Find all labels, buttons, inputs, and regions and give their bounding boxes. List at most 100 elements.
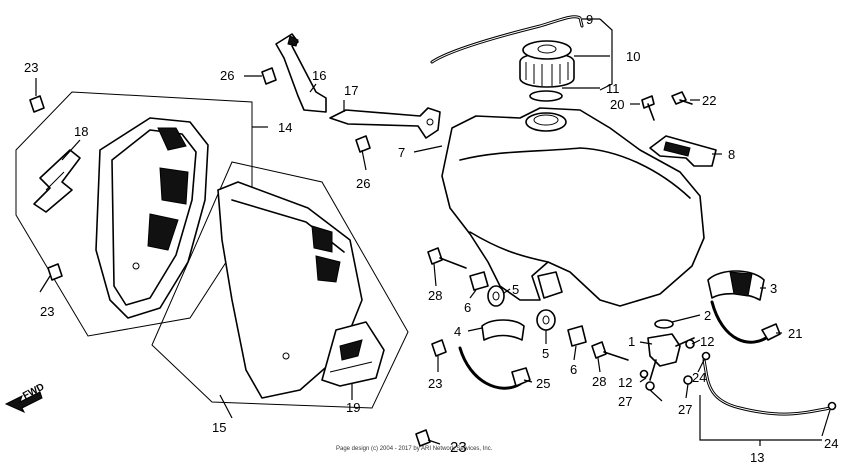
breather-hose-inner [431,16,583,63]
right-shroud-emblem-text [329,361,373,373]
collar-5b[interactable] [536,309,556,331]
left-shroud-emblem-stripe [45,171,65,191]
front-mount-band-clip [511,367,531,387]
callout-24: 24 [692,370,706,385]
right-shroud-group-outline [151,161,409,409]
fuel-tank-seam [459,147,691,199]
fuel-valve-group [639,270,837,416]
rear-mount [641,91,717,167]
fuel-cap-grip [525,62,569,86]
callout-10: 10 [626,49,640,64]
collar-5b-hole [542,315,550,325]
left-shroud-group [15,91,253,337]
callout-8: 8 [728,147,735,162]
screw-26a[interactable] [261,67,277,85]
callout-17: 17 [344,83,358,98]
callout-6: 6 [464,300,471,315]
callout-26: 26 [220,68,234,83]
callout-15: 15 [212,420,226,435]
callout-27: 27 [618,394,632,409]
bolt-28a-shank [439,257,467,269]
left-shroud-bolt-hole [132,262,140,270]
callout-3: 3 [770,281,777,296]
fuel-valve[interactable] [647,333,681,367]
collar-5a-hole [492,291,500,301]
collar-6b[interactable] [567,325,587,347]
valve-clip-27b[interactable] [683,375,693,385]
callout-27: 27 [678,402,692,417]
fuel-tank-filler-neck [525,112,567,132]
callout-5: 5 [512,282,519,297]
collar-5a[interactable] [487,285,505,307]
fuel-cap-center [537,44,557,54]
callout-23: 23 [40,304,54,319]
leader-lines [35,18,831,446]
bolt-28b-shank [603,351,629,361]
callout-25: 25 [536,376,550,391]
callout-21: 21 [788,326,802,341]
callout-11: 11 [606,81,620,96]
screw-23d[interactable] [415,429,431,447]
screw-23c[interactable] [431,339,447,357]
bolt-22-shank [679,99,693,105]
hose-band-21-clip [761,323,781,341]
fuel-hose[interactable] [702,358,832,416]
right-shroud-vent-top [311,225,333,253]
front-mount-band[interactable] [458,346,522,390]
fuel-hose-inner [703,359,831,415]
copyright-footer: Page design (c) 2004 - 2017 by ARI Netwo… [336,446,493,452]
fuel-tank-mount-tab [537,271,563,299]
bolt-20-shank [647,103,655,121]
bolt-28b-head[interactable] [591,341,607,359]
callout-28: 28 [592,374,606,389]
callout-1: 1 [628,334,635,349]
fuel-cap-gasket[interactable] [529,90,563,102]
callout-19: 19 [346,400,360,415]
valve-clip-12[interactable] [685,339,695,349]
callout-12: 12 [618,375,632,390]
fuel-tank-filler-opening [533,114,559,126]
right-shroud-group [151,161,409,409]
callout-13: 13 [750,450,764,465]
tank-bracket-tab [287,35,299,47]
cap-assembly [430,15,584,102]
hose-clip-24[interactable] [827,401,837,411]
callout-7: 7 [398,145,405,160]
fuel-valve-gasket[interactable] [654,319,674,329]
screw-23b[interactable] [47,263,63,281]
tank-rubber-mount-block [729,271,753,297]
tank-stay-hole [426,118,434,126]
screws [29,67,447,447]
callout-6: 6 [570,362,577,377]
callout-23: 23 [24,60,38,75]
screw-26b[interactable] [355,135,371,153]
callout-26: 26 [356,176,370,191]
left-shroud-group-outline [15,91,253,337]
hose-band-21[interactable] [710,300,774,344]
tank-stay[interactable] [329,107,441,139]
screw-23a[interactable] [29,95,45,113]
left-shroud-emblem[interactable] [33,149,81,213]
bracket-assembly [275,33,441,139]
callout-28: 28 [428,288,442,303]
right-shroud-bolt-hole [282,352,290,360]
collar-6a[interactable] [469,271,489,291]
callout-2: 2 [704,308,711,323]
front-mount-rubber[interactable] [481,319,525,341]
bolt-28a-head[interactable] [427,247,443,265]
right-shroud-vent-lower [315,255,341,283]
left-shroud-vent-top [157,127,187,151]
hose-clip-24b[interactable] [701,351,711,361]
valve-clip-27a[interactable] [645,381,655,391]
callout-16: 16 [312,68,326,83]
callout-22: 22 [702,93,716,108]
callout-14: 14 [278,120,292,135]
fuel-tank[interactable] [441,107,705,307]
bolt-22-head[interactable] [671,91,687,105]
callout-23: 23 [428,376,442,391]
bolt-20-head[interactable] [641,95,655,109]
fuel-tank-group [441,107,705,307]
valve-clip-12b[interactable] [639,369,649,379]
